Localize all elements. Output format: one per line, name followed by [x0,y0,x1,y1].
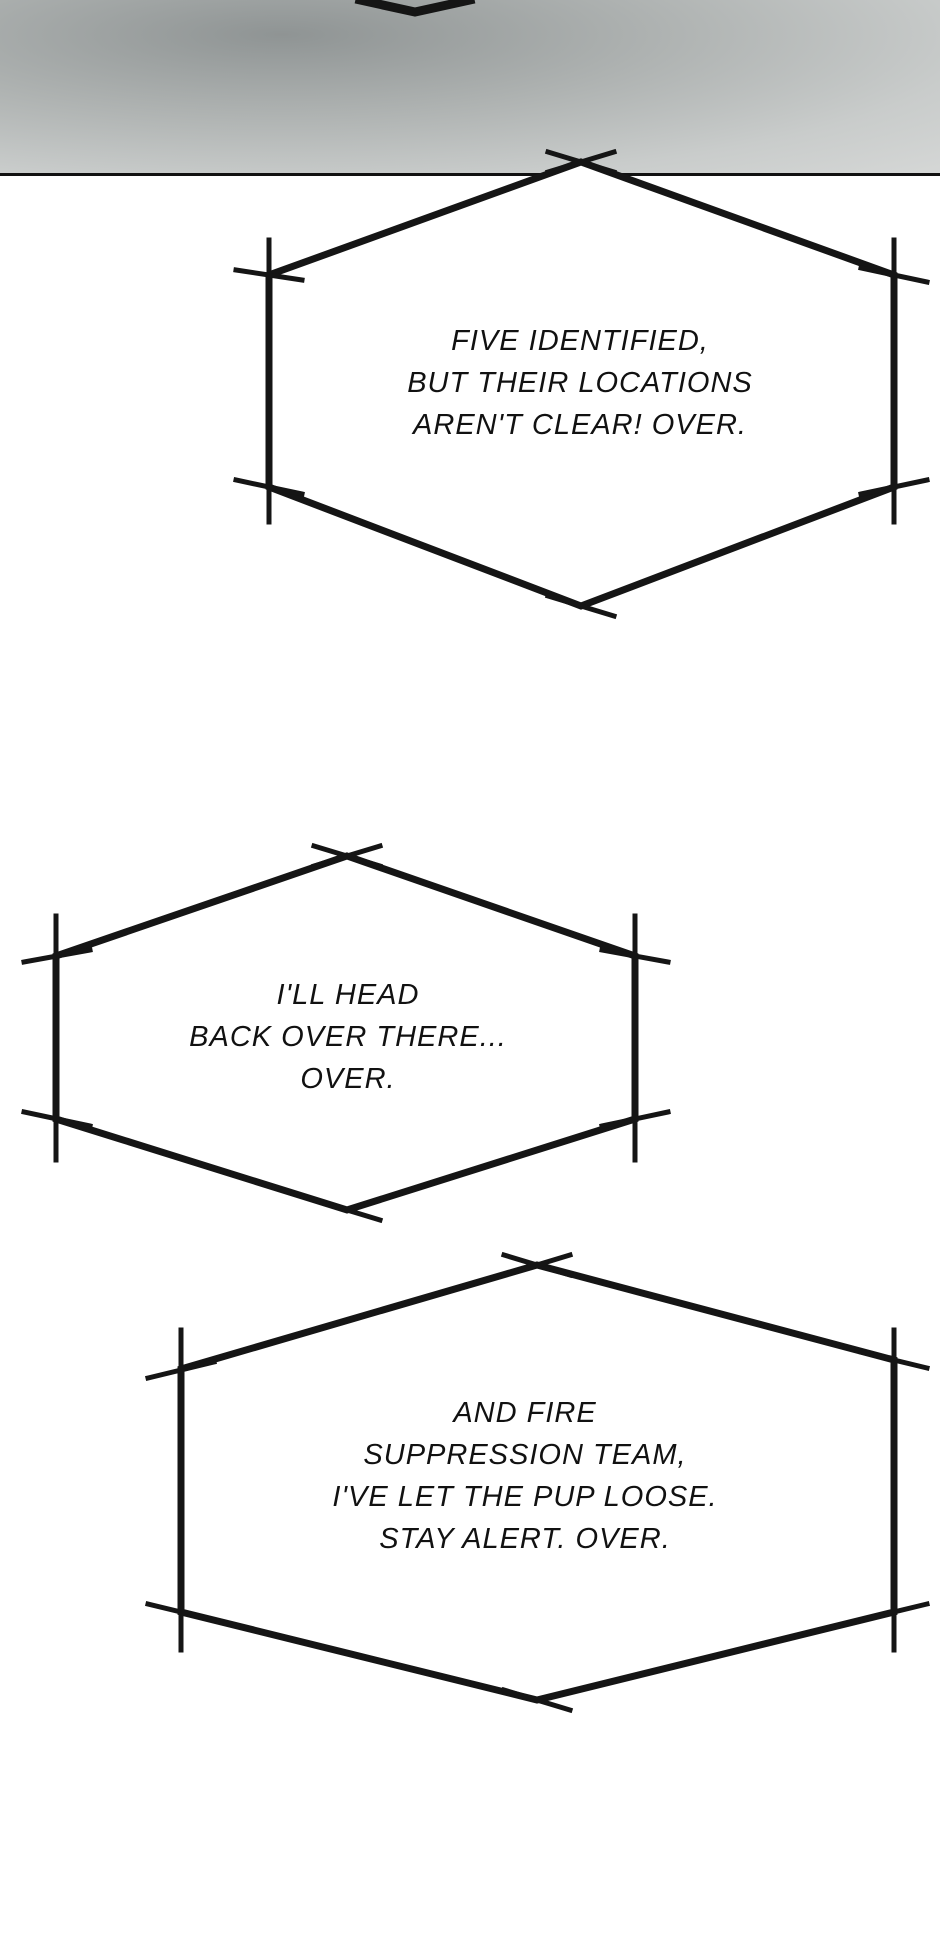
bubble-2-line: BACK OVER THERE... [189,1021,507,1053]
bubble-1-text: FIVE IDENTIFIED, BUT THEIR LOCATIONS ARE… [407,320,753,446]
bubble-3-line: STAY ALERT. OVER. [379,1523,671,1555]
bubble-1-line: AREN'T CLEAR! OVER. [413,409,747,441]
bubble-2-line: OVER. [300,1063,396,1095]
bubble-1-line: BUT THEIR LOCATIONS [407,367,753,399]
sky-panel [0,0,940,174]
bubble-2-line: I'LL HEAD [276,979,420,1011]
bubble-1-line: FIVE IDENTIFIED, [451,325,709,357]
bubble-3-line: I'VE LET THE PUP LOOSE. [332,1481,718,1513]
previous-bubble-tip [354,0,476,17]
panel-border [0,173,940,176]
bubble-2-text: I'LL HEAD BACK OVER THERE... OVER. [189,974,507,1100]
bubble-3-text: AND FIRE SUPPRESSION TEAM, I'VE LET THE … [332,1392,717,1560]
bubble-3-line: SUPPRESSION TEAM, [363,1439,687,1471]
bubble-3-line: AND FIRE [453,1397,597,1429]
